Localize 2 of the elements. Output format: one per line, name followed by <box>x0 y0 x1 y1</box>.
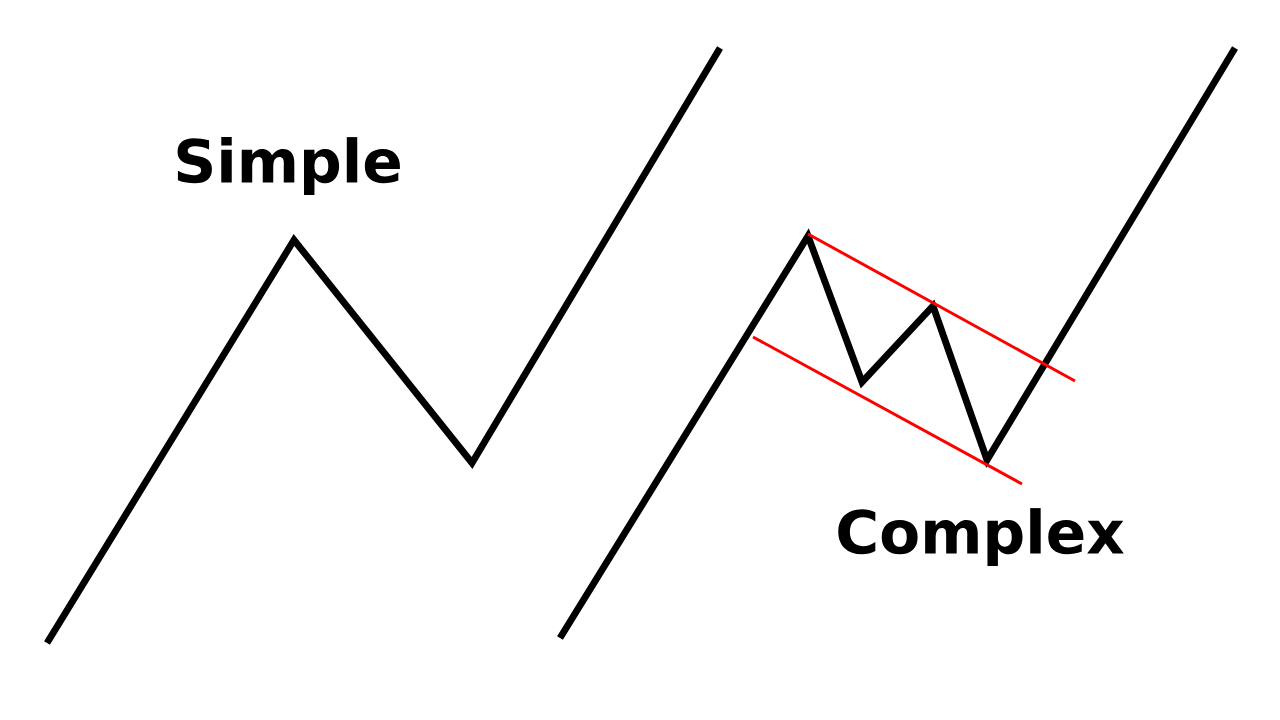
wave-label: Complex <box>838 508 1124 566</box>
wave-label: Simple <box>177 137 400 195</box>
